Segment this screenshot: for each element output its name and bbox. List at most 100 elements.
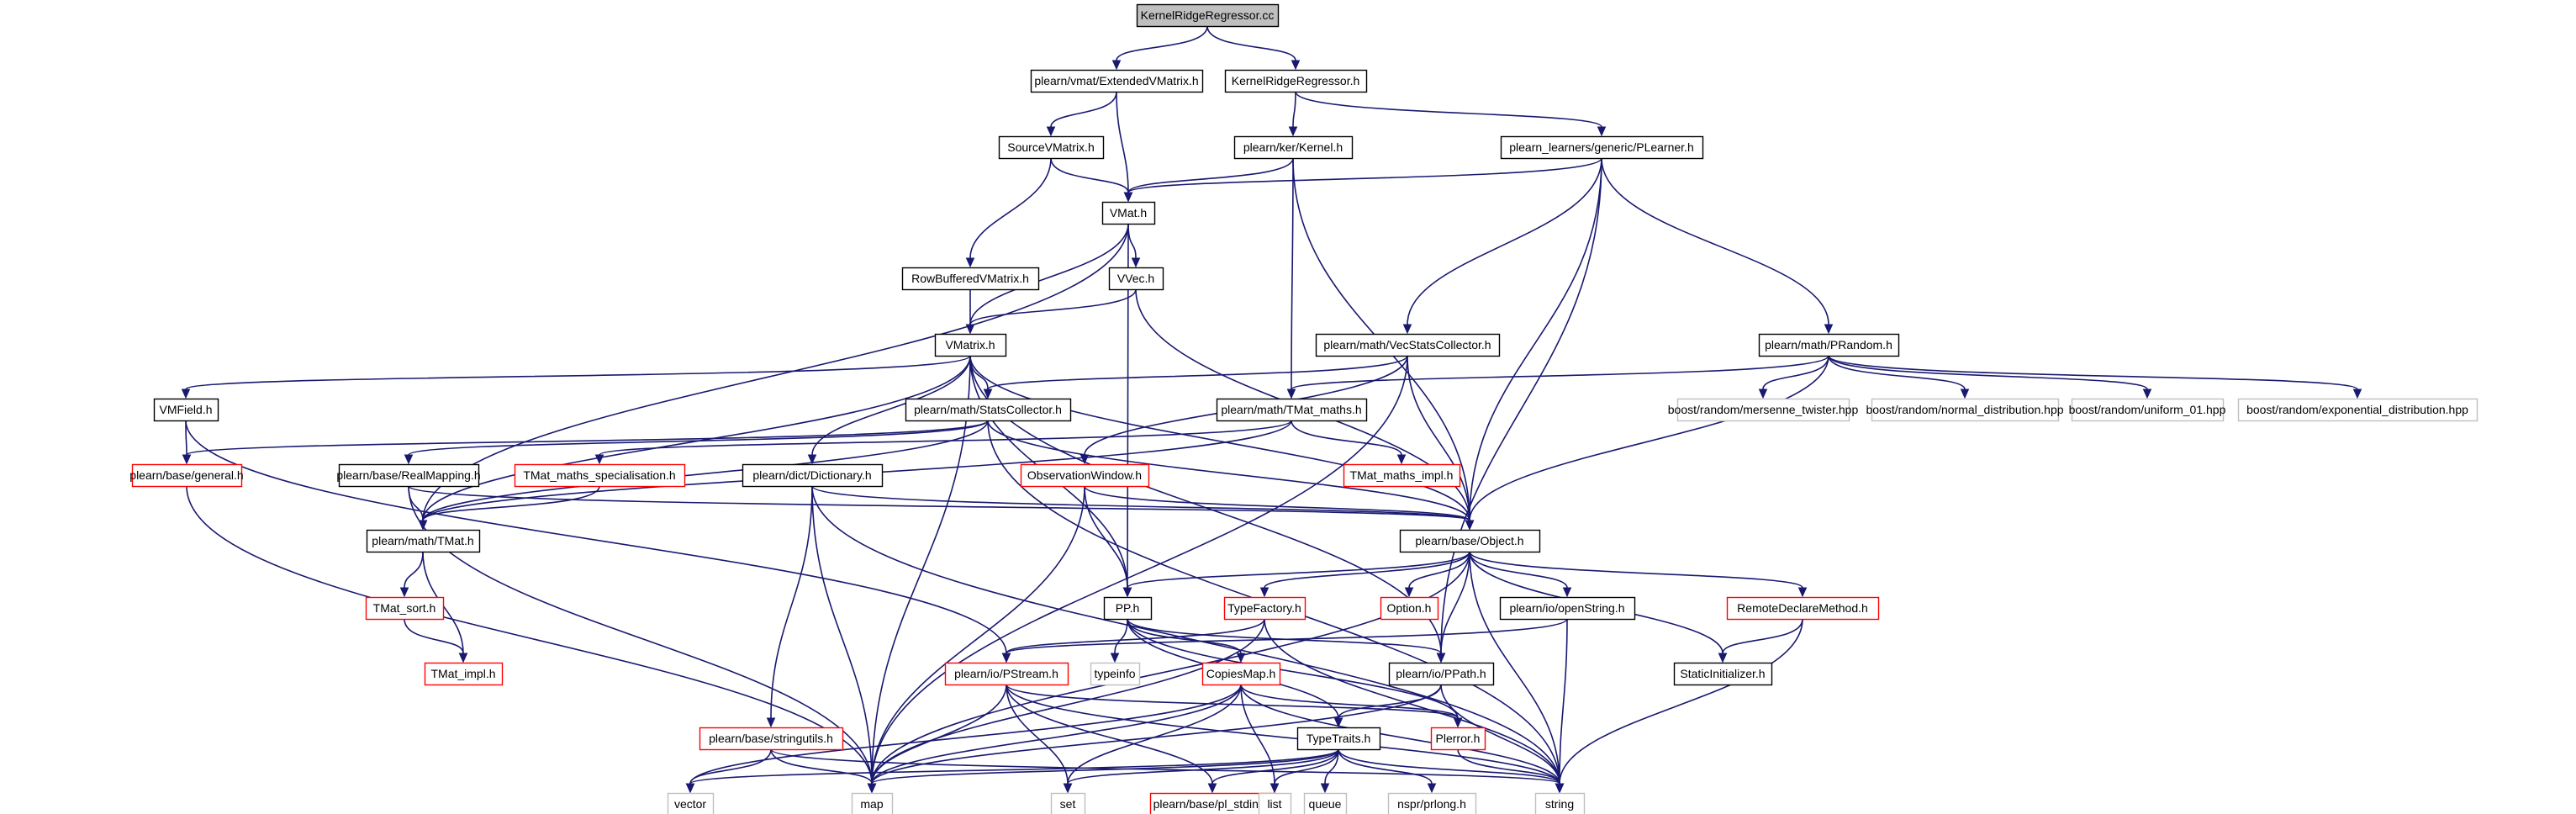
node-label: TMat_sort.h [373, 601, 436, 615]
node-tmat-sort-h[interactable]: TMat_sort.h [365, 596, 445, 621]
node-kernel-ridge-regressor-h[interactable]: KernelRidgeRegressor.h [1224, 69, 1368, 93]
node-label: boost/random/normal_distribution.hpp [1866, 403, 2063, 416]
edge-object-to-typefactory [1259, 551, 1470, 598]
node-label: VMField.h [159, 403, 212, 416]
node-label: TMat_maths_impl.h [1350, 468, 1454, 482]
node-label: plearn/math/VecStatsCollector.h [1323, 338, 1491, 352]
node-option-h[interactable]: Option.h [1380, 596, 1439, 621]
edge-copiesmap-to-perror [1240, 684, 1463, 728]
edge-typetraits-to-queue [1320, 748, 1339, 794]
node-label: set [1060, 797, 1076, 811]
edge-obswin-to-map [867, 485, 1085, 794]
node-open-string-h[interactable]: plearn/io/openString.h [1499, 596, 1636, 621]
node-label: Plerror.h [1436, 732, 1481, 745]
node-type-factory-h[interactable]: TypeFactory.h [1223, 596, 1306, 621]
edge-prandom-to-tmatmaths [1286, 355, 1829, 399]
node-pstream-h[interactable]: plearn/io/PStream.h [944, 662, 1069, 686]
node-prandom-h[interactable]: plearn/math/PRandom.h [1758, 333, 1900, 357]
node-kernel-h[interactable]: plearn/ker/Kernel.h [1233, 135, 1354, 160]
node-remote-declare-method-h[interactable]: RemoteDeclareMethod.h [1726, 596, 1880, 621]
node-set[interactable]: set [1050, 792, 1086, 814]
node-row-buffered-vmatrix-h[interactable]: RowBufferedVMatrix.h [901, 267, 1040, 291]
node-label: plearn/ker/Kernel.h [1243, 140, 1343, 154]
edge-typetraits-to-vector [685, 748, 1339, 794]
edge-plearner-to-vecstats [1402, 157, 1602, 335]
node-queue[interactable]: queue [1303, 792, 1348, 814]
node-nspr-prlong-h[interactable]: nspr/prlong.h [1387, 792, 1477, 814]
edge-pstream-to-perror [1006, 684, 1463, 728]
edge-vvec-to-vmatrix [965, 288, 1137, 335]
edge-vecstats-to-object [1407, 355, 1475, 531]
node-label: TMat_maths_specialisation.h [523, 468, 675, 482]
node-tmat-maths-h[interactable]: plearn/math/TMat_maths.h [1216, 398, 1368, 422]
node-exponential-distribution-hpp[interactable]: boost/random/exponential_distribution.hp… [2237, 398, 2478, 422]
node-stats-collector-h[interactable]: plearn/math/StatsCollector.h [905, 398, 1072, 422]
edge-prandom-to-normal [1828, 355, 1970, 399]
edge-stringutils-to-vector [685, 748, 772, 794]
edge-typetraits-to-nsprlong [1338, 748, 1437, 794]
node-label: plearn/base/pl_stdint.h [1153, 797, 1272, 811]
node-stringutils-h[interactable]: plearn/base/stringutils.h [699, 727, 844, 751]
node-plerror-h[interactable]: Plerror.h [1430, 727, 1486, 751]
node-label: VMat.h [1110, 206, 1147, 219]
node-label: KernelRidgeRegressor.cc [1141, 8, 1275, 22]
edge-tmat-to-tmatsort [399, 551, 424, 598]
node-label: plearn/base/general.h [129, 468, 243, 482]
node-label: boost/random/exponential_distribution.hp… [2246, 403, 2468, 416]
node-object-h[interactable]: plearn/base/Object.h [1399, 529, 1541, 553]
node-pp-h[interactable]: PP.h [1103, 596, 1153, 621]
node-tmat-maths-impl-h[interactable]: TMat_maths_impl.h [1343, 463, 1461, 488]
node-vmat-h[interactable]: VMat.h [1101, 201, 1156, 225]
node-uniform-01-hpp[interactable]: boost/random/uniform_01.hpp [2069, 398, 2226, 422]
edge-root-to-krh [1206, 25, 1301, 71]
node-observation-window-h[interactable]: ObservationWindow.h [1020, 463, 1150, 488]
node-real-mapping-h[interactable]: plearn/base/RealMapping.h [336, 463, 481, 488]
edge-stats-to-realmap [404, 420, 989, 465]
node-layer: KernelRidgeRegressor.cc plearn/vmat/Exten… [129, 3, 2478, 814]
node-pl-stdint-h[interactable]: plearn/base/pl_stdint.h [1149, 792, 1276, 814]
edge-plearner-to-vmat [1123, 157, 1602, 203]
node-source-vmatrix-h[interactable]: SourceVMatrix.h [998, 135, 1105, 160]
node-vvec-h[interactable]: VVec.h [1108, 267, 1164, 291]
edge-pp-to-copiesmap [1127, 618, 1246, 663]
node-vmfield-h[interactable]: VMField.h [153, 398, 219, 422]
node-copies-map-h[interactable]: CopiesMap.h [1201, 662, 1281, 686]
node-label: plearn/io/PStream.h [954, 667, 1058, 680]
node-normal-distribution-hpp[interactable]: boost/random/normal_distribution.hpp [1866, 398, 2064, 422]
edge-ppath-to-typetraits [1333, 684, 1442, 728]
node-vector[interactable]: vector [667, 792, 715, 814]
node-extended-vmatrix-h[interactable]: plearn/vmat/ExtendedVMatrix.h [1030, 69, 1204, 93]
node-ppath-h[interactable]: plearn/io/PPath.h [1388, 662, 1495, 686]
edge-kernel-to-vmat [1123, 157, 1294, 203]
node-vmatrix-h[interactable]: VMatrix.h [934, 333, 1007, 357]
node-tmat-impl-h[interactable]: TMat_impl.h [424, 662, 504, 686]
edge-tmatmaths-to-tmatimpl1 [1291, 420, 1407, 465]
node-static-initializer-h[interactable]: StaticInitializer.h [1673, 662, 1773, 686]
node-dictionary-h[interactable]: plearn/dict/Dictionary.h [742, 463, 884, 488]
node-label: PP.h [1116, 601, 1140, 615]
node-general-h[interactable]: plearn/base/general.h [129, 463, 244, 488]
edge-typetraits-to-list [1270, 748, 1339, 794]
edge-prandom-to-mt [1758, 355, 1829, 399]
node-label: boost/random/uniform_01.hpp [2069, 403, 2226, 416]
node-list[interactable]: list [1258, 792, 1292, 814]
node-typeinfo[interactable]: typeinfo [1090, 662, 1141, 686]
node-tmat-maths-specialisation-h[interactable]: TMat_maths_specialisation.h [514, 463, 686, 488]
node-tmat-h[interactable]: plearn/math/TMat.h [366, 529, 481, 553]
node-plearner-h[interactable]: plearn_learners/generic/PLearner.h [1500, 135, 1704, 160]
edge-typetraits-to-plstdint [1207, 748, 1339, 794]
node-label: CopiesMap.h [1206, 667, 1276, 680]
node-type-traits-h[interactable]: TypeTraits.h [1296, 727, 1381, 751]
edge-vecstats-to-stats [983, 355, 1408, 399]
node-string[interactable]: string [1534, 792, 1586, 814]
edge-vmat-to-vvec [1127, 223, 1141, 268]
node-vec-stats-collector-h[interactable]: plearn/math/VecStatsCollector.h [1315, 333, 1501, 357]
node-label: plearn/base/stringutils.h [709, 732, 833, 745]
edge-vmatrix-to-dict [807, 355, 971, 465]
node-map[interactable]: map [851, 792, 894, 814]
edge-typetraits-to-set [1063, 748, 1339, 794]
edge-prandom-to-object [1465, 355, 1829, 531]
node-label: VMatrix.h [945, 338, 995, 352]
node-mersenne-twister-hpp[interactable]: boost/random/mersenne_twister.hpp [1668, 398, 1859, 422]
node-kernel-ridge-regressor-cc[interactable]: KernelRidgeRegressor.cc [1136, 3, 1280, 28]
